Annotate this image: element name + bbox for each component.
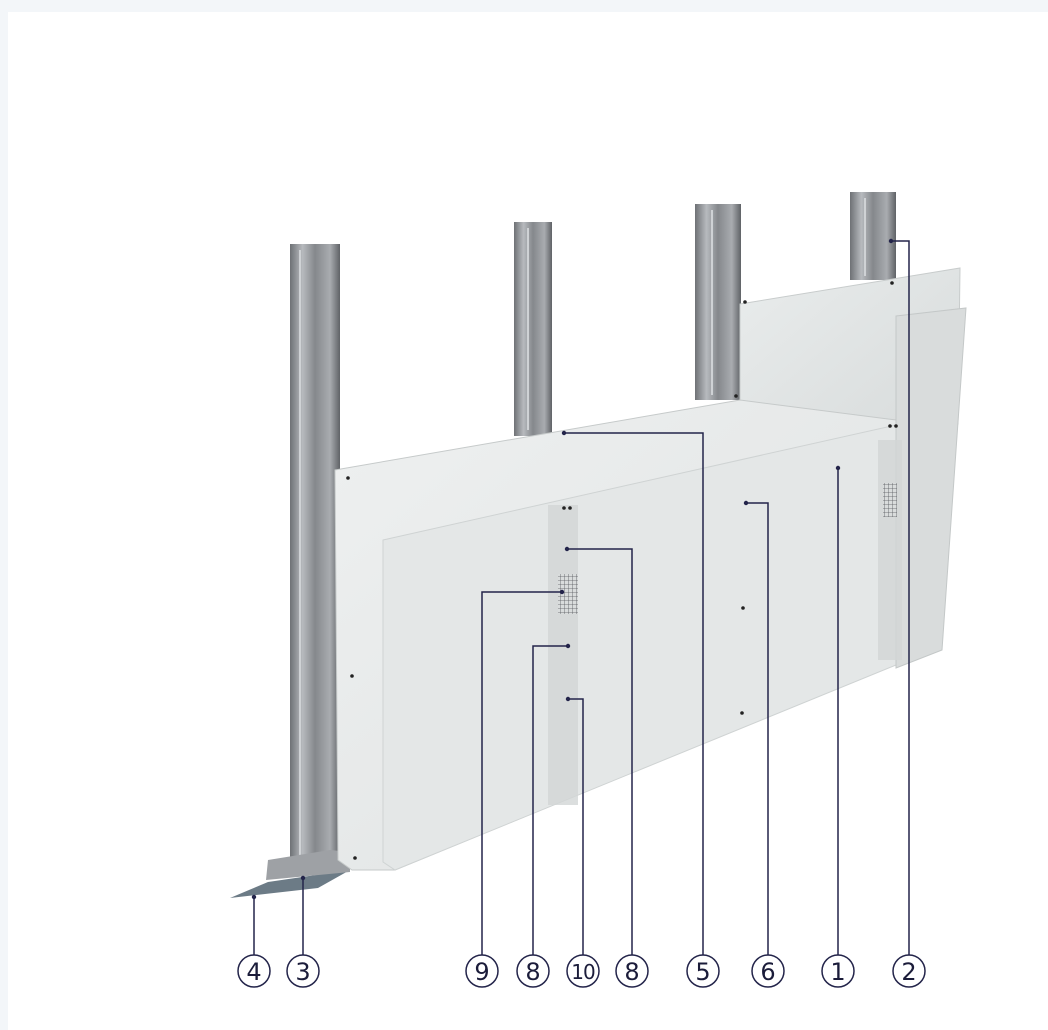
leader-lines bbox=[253, 240, 910, 955]
floor-track bbox=[230, 850, 350, 898]
callout-6-label: 6 bbox=[760, 958, 775, 986]
callout-9: 9 bbox=[465, 954, 499, 988]
joint-strip-left bbox=[548, 505, 578, 805]
callout-6: 6 bbox=[751, 954, 785, 988]
callout-2-label: 2 bbox=[901, 958, 916, 986]
callout-5: 5 bbox=[686, 954, 720, 988]
mesh-tape-left bbox=[558, 574, 578, 614]
callout-2: 2 bbox=[892, 954, 926, 988]
leader-line-10 bbox=[568, 698, 584, 955]
board-right-edge bbox=[895, 307, 967, 669]
callout-10-label: 10 bbox=[571, 960, 595, 984]
callout-3-label: 3 bbox=[295, 958, 310, 986]
metal-studs bbox=[290, 192, 896, 866]
stud-2 bbox=[514, 222, 552, 436]
callout-1-label: 1 bbox=[830, 958, 845, 986]
leader-line-2 bbox=[891, 240, 910, 955]
stud-4 bbox=[850, 192, 896, 280]
callout-5-label: 5 bbox=[695, 958, 710, 986]
leader-line-5 bbox=[564, 432, 704, 955]
callout-1: 1 bbox=[821, 954, 855, 988]
callouts: 4 3 9 8 10 8 5 6 bbox=[237, 954, 926, 988]
mesh-tape-right bbox=[883, 483, 897, 517]
callout-3: 3 bbox=[286, 954, 320, 988]
joint-strip-right bbox=[878, 440, 902, 660]
callout-9-label: 9 bbox=[474, 958, 489, 986]
leader-dots bbox=[251, 238, 894, 900]
leader-line-8a bbox=[532, 645, 568, 955]
callout-8b: 8 bbox=[615, 954, 649, 988]
callout-8a-label: 8 bbox=[525, 958, 540, 986]
callout-4: 4 bbox=[237, 954, 271, 988]
callout-10: 10 bbox=[566, 954, 600, 988]
floor-channel bbox=[266, 850, 350, 880]
isolating-strip bbox=[230, 870, 350, 898]
stud-3 bbox=[695, 204, 741, 400]
callout-8a: 8 bbox=[516, 954, 550, 988]
leader-line-6 bbox=[746, 502, 769, 955]
stud-1 bbox=[290, 244, 340, 866]
screws bbox=[346, 281, 898, 860]
leader-line-8b bbox=[567, 548, 633, 955]
callout-4-label: 4 bbox=[246, 958, 261, 986]
callout-8b-label: 8 bbox=[624, 958, 639, 986]
leader-line-9 bbox=[481, 591, 562, 955]
